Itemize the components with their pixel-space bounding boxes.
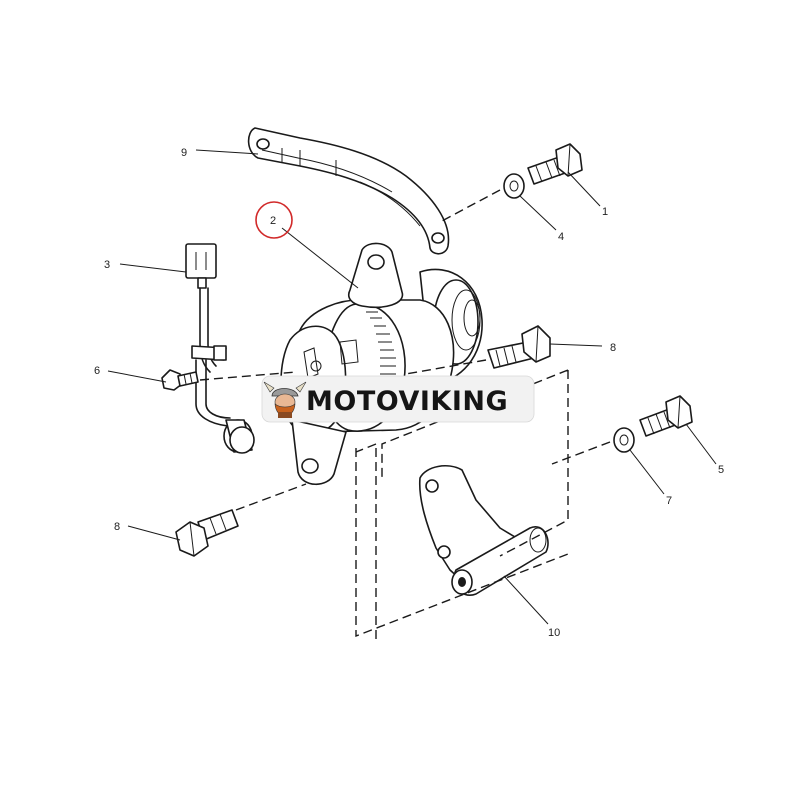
part-9-adjusting-strap xyxy=(247,127,450,255)
callout-6: 6 xyxy=(94,365,100,377)
part-5-bolt xyxy=(639,395,693,437)
callout-8-upper: 8 xyxy=(610,342,616,354)
leader-lines xyxy=(107,149,717,625)
viking-head-icon xyxy=(263,381,307,418)
callout-1: 1 xyxy=(602,206,608,218)
part-10-mounting-bracket xyxy=(418,465,549,596)
watermark-background xyxy=(261,375,535,423)
part-8-bolt-upper xyxy=(487,325,551,369)
callout-labels: 1 2 3 4 5 6 7 8 8 9 10 xyxy=(94,147,724,639)
part-8-bolt-lower xyxy=(175,509,239,557)
watermark-text: MOTOVIKING xyxy=(306,386,508,417)
part-7-washer xyxy=(613,427,635,453)
callout-4: 4 xyxy=(558,231,564,243)
part-6-screw xyxy=(161,369,199,391)
callout-7: 7 xyxy=(666,495,672,507)
watermark-badge: MOTOVIKING xyxy=(261,375,535,423)
part-4-washer xyxy=(503,173,525,199)
part-3-wiring-connector xyxy=(185,243,255,454)
callout-5: 5 xyxy=(718,464,724,476)
callout-9: 9 xyxy=(181,147,187,159)
highlight-circle-callout-2 xyxy=(255,201,293,239)
callout-3: 3 xyxy=(104,259,110,271)
callout-10: 10 xyxy=(548,627,560,639)
callout-8-lower: 8 xyxy=(114,521,120,533)
callout-2: 2 xyxy=(270,215,276,227)
assembly-lines xyxy=(199,189,611,643)
part-1-bolt xyxy=(527,143,583,185)
